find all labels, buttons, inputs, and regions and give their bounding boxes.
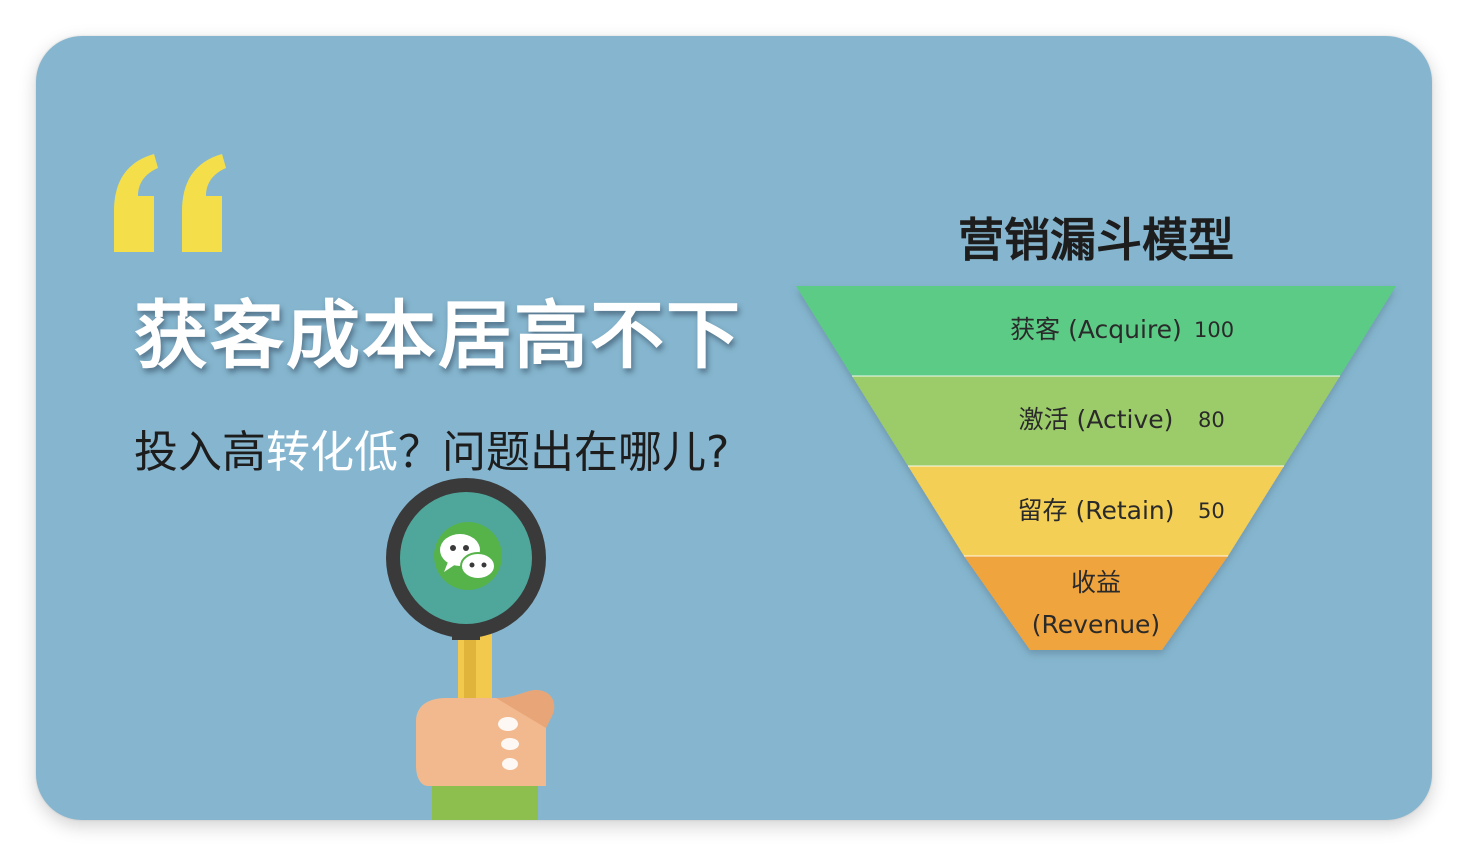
stage-label-retain: 留存 (Retain) bbox=[1018, 496, 1175, 525]
stage-label-revenue-en: (Revenue) bbox=[1032, 610, 1160, 639]
stage-label-revenue: 收益 bbox=[1071, 568, 1121, 597]
headline: 获客成本居高不下 bbox=[134, 293, 742, 379]
subline-accent: 转化低 bbox=[266, 427, 398, 478]
stage-value-active: 80 bbox=[1198, 408, 1225, 432]
stage-label-active: 激活 (Active) bbox=[1019, 405, 1174, 434]
funnel-stage-retain bbox=[908, 466, 1284, 556]
subline-part3: ？问题出在哪儿? bbox=[398, 427, 730, 478]
funnel-stage-revenue bbox=[964, 556, 1228, 650]
magnifying-glass-icon bbox=[386, 478, 555, 820]
funnel-stage-active bbox=[852, 376, 1340, 466]
hand-icon bbox=[416, 690, 555, 820]
subline: 投入高转化低？问题出在哪儿? bbox=[134, 416, 729, 480]
stage-value-retain: 50 bbox=[1198, 499, 1225, 523]
funnel-chart: 获客 (Acquire) 100 激活 (Active) 80 留存 (Reta… bbox=[796, 286, 1396, 650]
slide-card: 获客成本居高不下 投入高转化低？问题出在哪儿? bbox=[36, 36, 1432, 820]
funnel-title: 营销漏斗模型 bbox=[958, 213, 1234, 267]
stage-label-acquire: 获客 (Acquire) bbox=[1010, 315, 1182, 344]
subline-part1: 投入高 bbox=[134, 427, 266, 478]
stage-value-acquire: 100 bbox=[1194, 318, 1234, 342]
quote-mark-icon bbox=[114, 154, 226, 252]
wechat-icon bbox=[434, 522, 502, 590]
funnel-stage-acquire bbox=[796, 286, 1396, 376]
